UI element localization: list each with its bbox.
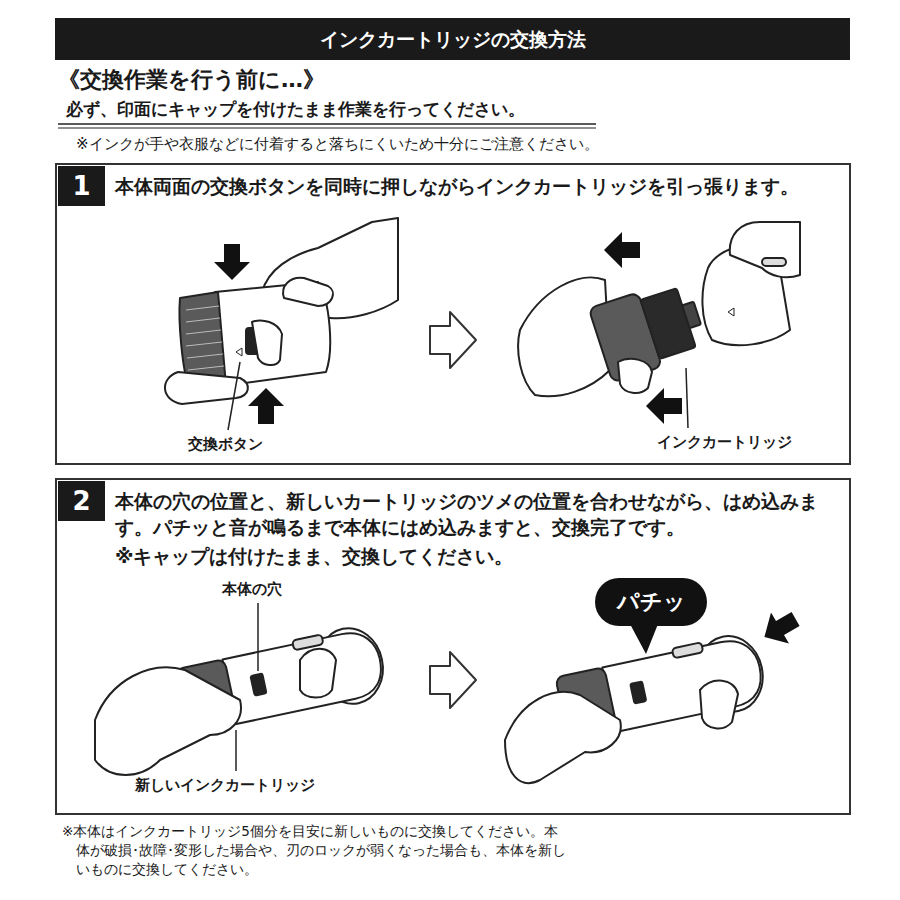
step2-left-figure-part bbox=[257, 603, 259, 671]
caution-note: ※インクが手や衣服などに付着すると落ちにくいため十分にご注意ください。 bbox=[76, 134, 599, 154]
step-note: ※キャップは付けたまま、交換してください。 bbox=[115, 543, 843, 569]
step2-right-figure-part bbox=[700, 681, 738, 729]
step1-left-figure-part bbox=[236, 348, 242, 356]
step1-right-figure-part-part bbox=[682, 302, 701, 329]
title-band: インクカートリッジの交換方法 bbox=[55, 18, 850, 60]
step1-left-figure bbox=[165, 218, 398, 430]
footer-note: ※本体はインクカートリッジ5個分を目安に新しいものに交換してください。本体が破損… bbox=[62, 822, 566, 879]
part-label: 本体の穴 bbox=[222, 579, 282, 599]
next-arrow bbox=[430, 312, 476, 368]
step1-left-figure-part bbox=[248, 388, 284, 424]
step2-left-figure bbox=[95, 603, 390, 775]
part-label: 交換ボタン bbox=[188, 434, 263, 454]
bubble-fill bbox=[595, 578, 707, 626]
double-underline-part bbox=[58, 123, 596, 125]
section-heading: 《交換作業を行う前に…》 bbox=[58, 66, 325, 94]
step1-right-figure bbox=[518, 222, 800, 428]
step-number: 1 bbox=[58, 166, 105, 206]
step-text: 本体両面の交換ボタンを同時に押しながらインクカートリッジを引っ張ります。 bbox=[115, 173, 843, 199]
step1-right-figure-part bbox=[518, 277, 610, 396]
step1-left-figure-part bbox=[283, 278, 333, 306]
double-underline-part bbox=[58, 128, 596, 129]
step2-left-figure-part bbox=[235, 730, 237, 771]
step1-right-figure-part bbox=[686, 368, 688, 428]
step1-left-figure-part-part bbox=[186, 342, 222, 346]
step2-right-figure-part bbox=[505, 692, 621, 783]
step1-right-figure-part bbox=[646, 388, 682, 424]
step1-right-figure-part bbox=[728, 308, 734, 316]
step1-left-figure-part-part bbox=[186, 306, 219, 310]
step-box: 本体両面の交換ボタンを同時に押しながらインクカートリッジを引っ張ります。 1 bbox=[55, 163, 851, 465]
step2-right-figure-part-part bbox=[602, 635, 766, 732]
step1-left-figure-part bbox=[186, 306, 224, 370]
step1-left-figure-part-part bbox=[188, 366, 224, 370]
step-text: 本体の穴の位置と、新しいカートリッジのツメの位置を合わせながら、はめ込みます。パ… bbox=[115, 488, 843, 540]
step-box: 本体の穴の位置と、新しいカートリッジのツメの位置を合わせながら、はめ込みます。パ… bbox=[55, 478, 851, 815]
step1-left-figure-part-part bbox=[187, 354, 223, 358]
step1-right-figure-part bbox=[618, 359, 652, 393]
step2-left-figure-part bbox=[300, 649, 336, 698]
double-underline bbox=[58, 124, 596, 128]
step-number-text: 2 bbox=[72, 486, 90, 516]
warning-text: 必ず、印面にキャップを付けたまま作業を行ってください。 bbox=[66, 98, 525, 120]
step2-right-figure-part-part bbox=[672, 642, 703, 658]
step1-right-figure-part bbox=[604, 232, 640, 268]
step1-left-figure-part bbox=[214, 244, 250, 280]
step-number-text: 1 bbox=[72, 171, 90, 201]
speech-bubble: パチッ bbox=[595, 578, 707, 626]
step2-left-figure-part-part bbox=[251, 674, 267, 696]
step2-right-figure-part bbox=[630, 624, 658, 654]
step2-right-figure bbox=[505, 603, 805, 783]
step2-left-figure-part-part bbox=[222, 627, 386, 724]
step2-right-figure-part bbox=[755, 603, 804, 652]
step2-left-figure-part bbox=[95, 667, 241, 775]
step1-left-figure-part bbox=[228, 362, 240, 430]
step1-left-figure-part bbox=[252, 321, 282, 366]
part-label: インクカートリッジ bbox=[657, 432, 792, 452]
step1-left-figure-part-part bbox=[186, 330, 221, 334]
next-arrow bbox=[430, 652, 476, 708]
step1-right-figure-part bbox=[762, 258, 786, 266]
step-number: 2 bbox=[58, 481, 105, 521]
step1-right-figure-part bbox=[730, 222, 800, 277]
part-label: 新しいインクカートリッジ bbox=[135, 775, 315, 795]
step2-right-figure-part-part bbox=[630, 681, 646, 703]
bubble-text: パチッ bbox=[617, 588, 686, 616]
step1-left-figure-part-part bbox=[186, 318, 220, 322]
